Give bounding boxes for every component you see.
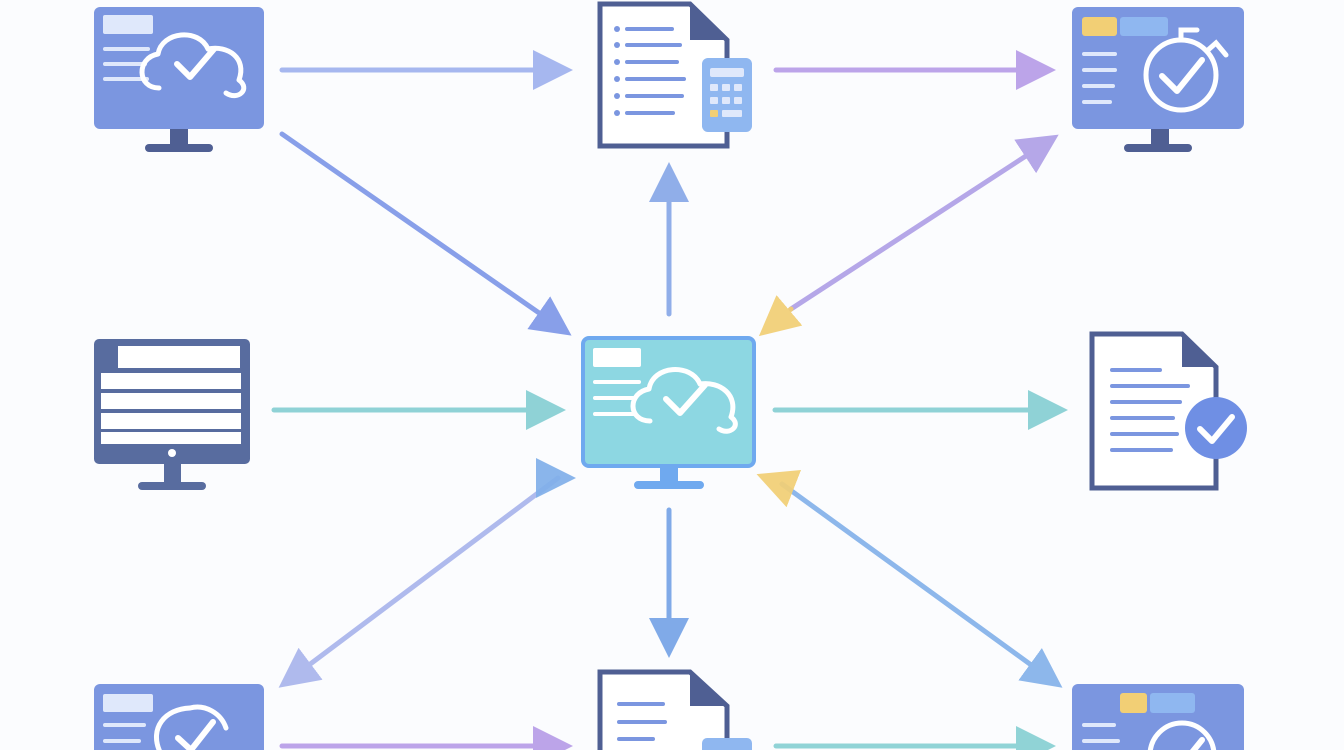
cloud-icon xyxy=(139,32,247,99)
dashboard-tile-blue xyxy=(1150,693,1195,713)
calculator-icon xyxy=(702,738,752,750)
dashboard-tile-yellow xyxy=(1120,693,1147,713)
middle-right-document xyxy=(1089,331,1247,491)
cloud-icon xyxy=(153,704,229,750)
monitor-stand-base xyxy=(138,482,206,490)
cloud-icon xyxy=(630,367,738,434)
screen-label-block xyxy=(593,348,641,367)
check-icon xyxy=(1159,57,1205,94)
document-fold xyxy=(690,672,727,706)
screen-line xyxy=(103,47,150,51)
form-row xyxy=(101,393,241,409)
arrow-center-to-bottom-right xyxy=(779,481,1063,688)
monitor-stand-base xyxy=(634,481,704,489)
screen-label-block xyxy=(103,15,153,34)
arrow-bottom-right-to-center xyxy=(756,469,802,508)
document-fold xyxy=(690,4,727,40)
monitor-stand-neck xyxy=(164,464,181,482)
bottom-left-monitor xyxy=(94,684,264,750)
stopwatch-icon xyxy=(1147,720,1217,750)
check-icon xyxy=(663,382,708,416)
form-row xyxy=(101,413,241,429)
power-dot xyxy=(168,449,176,457)
dashboard-tile-blue xyxy=(1120,17,1168,36)
check-badge-icon xyxy=(1185,397,1247,459)
form-header xyxy=(118,346,240,368)
check-icon xyxy=(175,719,216,750)
arrow-top-right-to-center xyxy=(758,295,803,337)
bottom-center-document xyxy=(597,669,752,750)
top-left-monitor xyxy=(94,7,264,152)
monitor-screen xyxy=(1072,7,1244,129)
top-right-monitor xyxy=(1072,7,1244,152)
middle-left-monitor xyxy=(94,339,250,490)
center-monitor xyxy=(581,336,756,489)
monitor-stand-neck xyxy=(1151,129,1169,144)
top-center-document xyxy=(597,1,752,149)
monitor-stand-neck xyxy=(170,129,188,144)
form-row xyxy=(101,373,241,389)
screen-label-block xyxy=(103,694,153,712)
dashboard-tile-yellow xyxy=(1082,17,1117,36)
arrow-top-left-to-center xyxy=(279,131,572,336)
monitor-screen xyxy=(1072,684,1244,750)
monitor-stand-base xyxy=(1124,144,1192,152)
document-fold xyxy=(1182,334,1216,367)
monitor-stand-neck xyxy=(660,466,678,481)
check-icon xyxy=(174,46,217,80)
check-icon xyxy=(1190,737,1205,750)
screen-line xyxy=(103,62,147,66)
connections xyxy=(271,50,1068,750)
monitor-stand-base xyxy=(145,144,213,152)
form-footer xyxy=(101,432,241,444)
arrow-center-to-bottom-left xyxy=(278,475,561,688)
bottom-right-monitor xyxy=(1072,684,1244,750)
screen-line xyxy=(103,77,149,81)
arrow-center-to-top-right xyxy=(788,134,1059,312)
document-lines xyxy=(614,26,686,116)
